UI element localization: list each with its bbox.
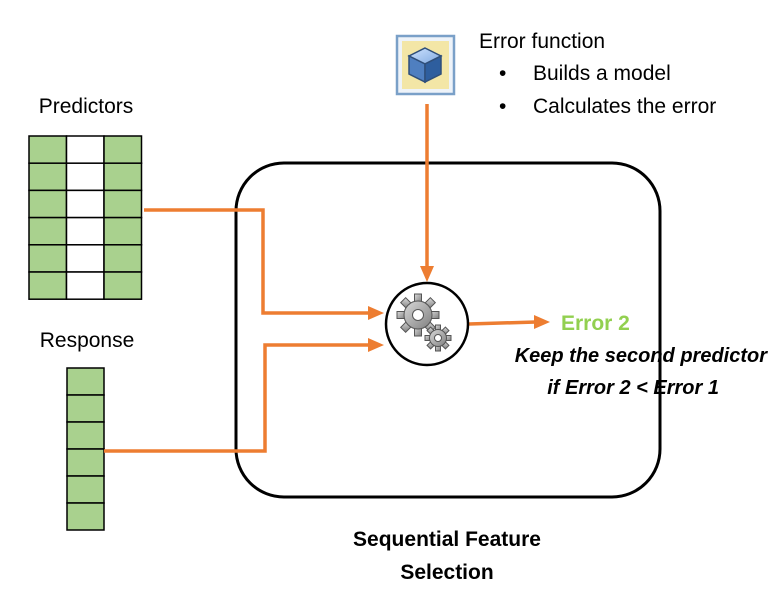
bullet-builds-model: Builds a model [533,62,671,85]
error-value-label: Error 2 [561,312,630,335]
response-label: Response [40,329,135,352]
predictor-cell [65,135,105,164]
predictor-cell [28,189,68,219]
predictors-label: Predictors [39,95,134,118]
response-cell [66,394,105,423]
gears-icon [396,293,452,352]
caption-line1: Sequential Feature [353,528,541,551]
predictor-cell [103,271,143,300]
response-cell [66,475,105,504]
response-cell [66,367,105,396]
predictor-cell [65,244,105,273]
predictor-cell [103,162,143,192]
predictor-cell [65,216,105,246]
predictor-cell [103,244,143,273]
cube-icon [395,34,456,96]
bullet-icon: • [499,62,506,85]
caption-line2: Selection [400,561,493,584]
predictor-cell [103,189,143,219]
response-cell [66,421,105,450]
response-table [66,367,105,531]
bullet-icon: • [499,95,506,118]
predictor-cell [28,135,68,164]
error-output-arrow [468,320,537,326]
predictor-cell [28,216,68,246]
predictor-cell [103,216,143,246]
response-cell [66,502,105,531]
predictor-cell [65,271,105,300]
predictor-table [28,135,143,300]
predictor-cell [65,189,105,219]
error-function-title: Error function [479,30,605,53]
predictor-cell [28,244,68,273]
predictor-cell [65,162,105,192]
keep-rule-line2: if Error 2 < Error 1 [547,377,719,399]
predictor-cell [28,271,68,300]
predictor-cell [103,135,143,164]
predictor-cell [28,162,68,192]
bullet-calculates-error: Calculates the error [533,95,716,118]
response-arrow [104,343,370,453]
process-box [234,161,662,499]
predictors-arrow [144,208,370,315]
response-cell [66,448,105,477]
keep-rule-line1: Keep the second predictor [515,345,768,367]
